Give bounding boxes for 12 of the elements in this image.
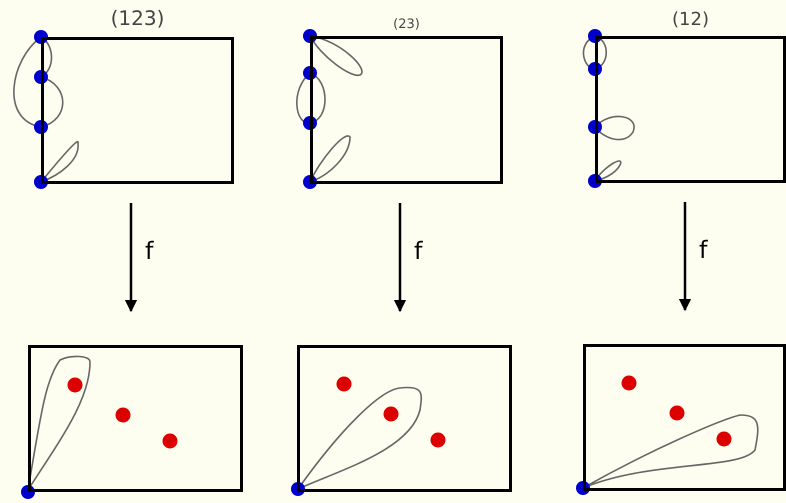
permutation-label: (12) [671, 9, 710, 30]
edge-label: f [145, 239, 154, 263]
arrow [124, 203, 138, 312]
arrow [394, 203, 406, 312]
frame-box [28, 345, 243, 492]
permutation-label: (23) [392, 17, 421, 32]
arrow [678, 202, 692, 312]
permutation-label: (123) [110, 6, 166, 30]
frame-box [297, 345, 512, 492]
frame-box [583, 344, 786, 491]
edge-label: f [699, 238, 708, 262]
edge-label: f [414, 239, 422, 263]
